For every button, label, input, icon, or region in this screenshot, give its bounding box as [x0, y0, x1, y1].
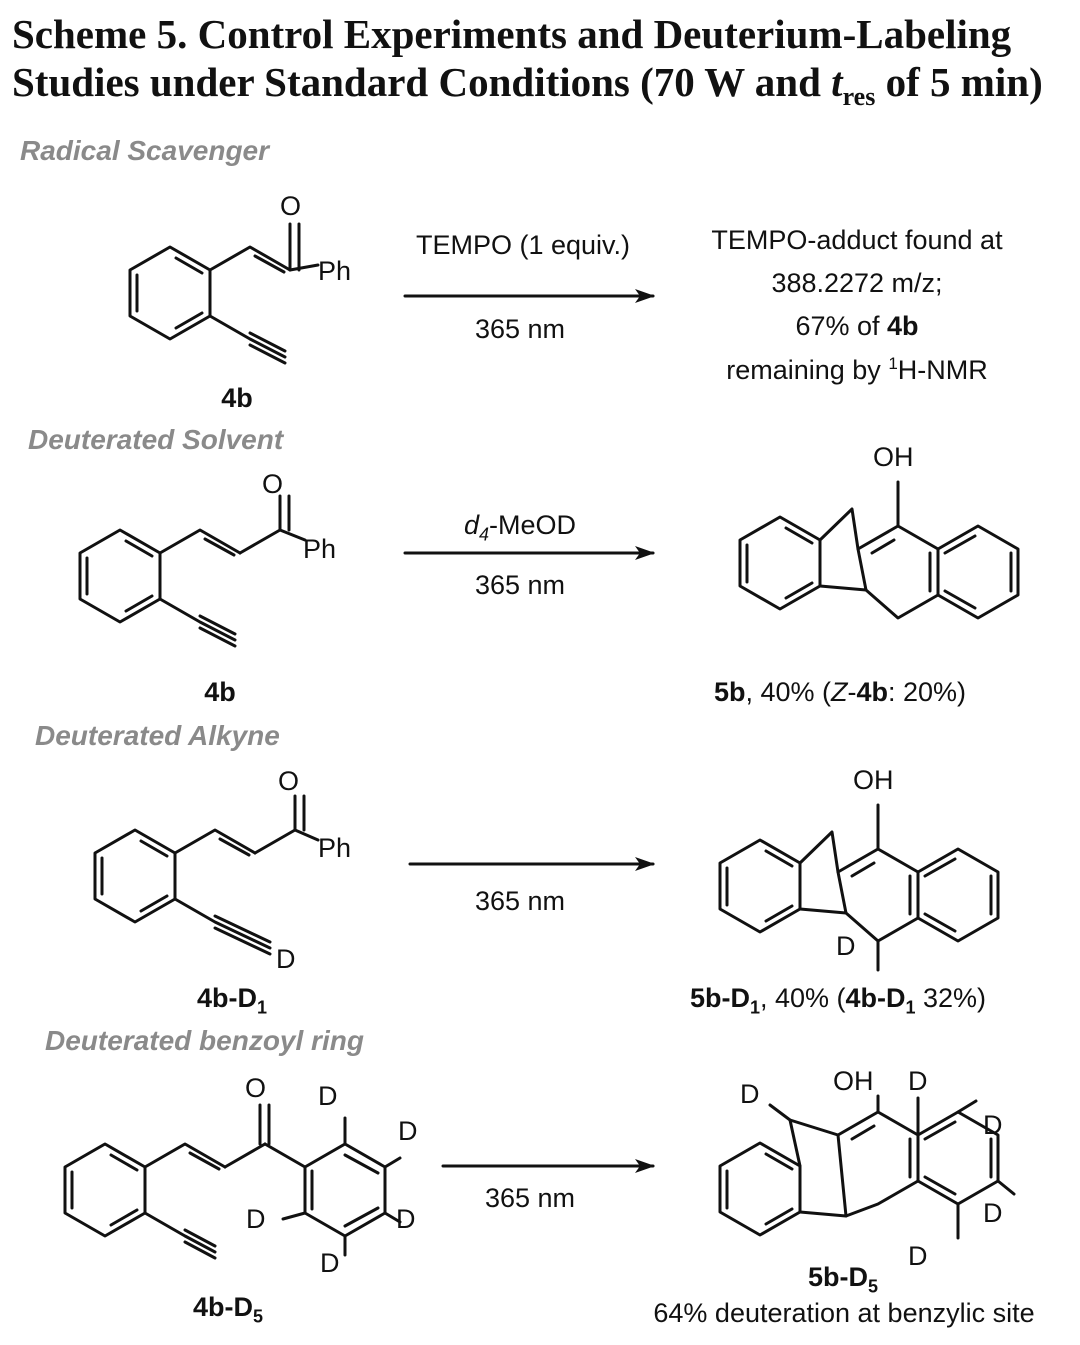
result-line3: 67% of 4b	[795, 311, 919, 341]
conditions-3: 365 nm	[474, 886, 566, 916]
conditions-1: 365 nm	[474, 314, 566, 344]
atom-d-benzoyl-2: D	[398, 1116, 418, 1146]
benzylic-note: 64% deuteration at benzylic site	[653, 1298, 1035, 1328]
label-5b-d5: 5b-D5	[807, 1262, 879, 1297]
result-line2: 388.2272 m/z;	[771, 268, 943, 298]
molecule-5b	[738, 480, 1020, 620]
molecule-5b-d5	[718, 1094, 1016, 1240]
label-4b-d5: 4b-D5	[192, 1292, 264, 1327]
atom-oh-5b-d5: OH	[833, 1066, 874, 1096]
atom-d-benzylic: D	[740, 1079, 760, 1109]
atom-o-3: O	[278, 766, 299, 796]
heading-deuterated-benzoyl: Deuterated benzoyl ring	[45, 1025, 364, 1056]
heading-deuterated-solvent: Deuterated Solvent	[28, 424, 284, 455]
atom-d-benzoyl-1: D	[318, 1081, 338, 1111]
reagent-tempo: TEMPO (1 equiv.)	[415, 230, 631, 260]
conditions-2: 365 nm	[474, 570, 566, 600]
product-5b-d1: 5b-D1, 40% (4b-D1 32%)	[689, 983, 987, 1018]
result-line4: remaining by 1H-NMR	[726, 354, 988, 385]
molecule-5b-d1	[718, 803, 1000, 972]
atom-d-benzoyl-3: D	[396, 1204, 416, 1234]
atom-d-naph-1: D	[908, 1066, 928, 1096]
atom-d-benzoyl-4: D	[320, 1248, 340, 1278]
conditions-4: 365 nm	[484, 1183, 576, 1213]
molecule-4b-d1	[93, 794, 320, 956]
scheme-title: Scheme 5. Control Experiments and Deuter…	[12, 10, 1072, 121]
atom-oh-5b-d1: OH	[853, 765, 894, 795]
title-t: t	[831, 59, 843, 105]
atom-d-benzoyl-5: D	[246, 1204, 266, 1234]
label-4b-d1: 4b-D1	[196, 983, 268, 1018]
heading-deuterated-alkyne: Deuterated Alkyne	[35, 720, 280, 751]
product-5b: 5b, 40% (Z-4b: 20%)	[713, 677, 967, 707]
atom-d-naph-3: D	[983, 1198, 1003, 1228]
result-line1: TEMPO-adduct found at	[711, 225, 1003, 255]
atom-o-4: O	[245, 1073, 266, 1103]
title-line1: Scheme 5. Control Experiments and Deuter…	[12, 11, 1012, 57]
reagent-meod: d4-MeOD	[463, 510, 577, 545]
atom-d-naph-2: D	[983, 1110, 1003, 1140]
atom-o-1: O	[280, 191, 301, 221]
atom-ph-2: Ph	[303, 534, 336, 564]
label-4b-1: 4b	[221, 383, 253, 413]
atom-ph-1: Ph	[318, 256, 351, 286]
molecule-4b-d5	[63, 1103, 402, 1260]
title-t-sub: res	[842, 82, 876, 111]
label-4b-2: 4b	[204, 677, 236, 707]
atom-d-alkyne: D	[276, 944, 296, 974]
title-line2-suffix: of 5 min)	[875, 59, 1043, 105]
molecule-4b-2	[78, 494, 307, 648]
title-line2-prefix: Studies under Standard Conditions (70 W …	[12, 59, 832, 105]
atom-oh-5b: OH	[873, 442, 914, 472]
heading-radical-scavenger: Radical Scavenger	[20, 135, 270, 166]
molecule-4b-1	[128, 222, 320, 365]
atom-ph-3: Ph	[318, 833, 351, 863]
atom-d-5b-d1: D	[836, 931, 856, 961]
atom-o-2: O	[262, 469, 283, 499]
atom-d-naph-4: D	[908, 1241, 928, 1271]
